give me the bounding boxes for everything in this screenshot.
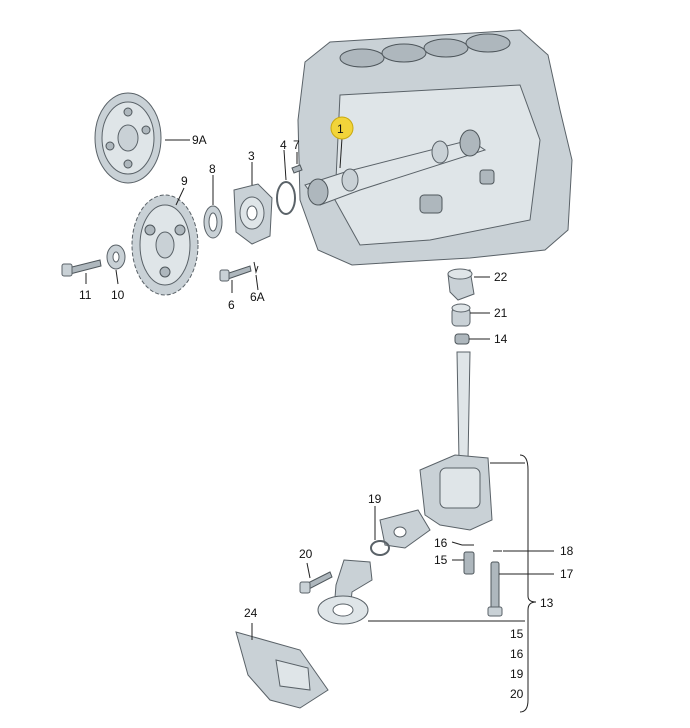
label-9a: 9A: [192, 133, 207, 147]
list-item-15: 15: [510, 627, 524, 641]
label-6: 6: [228, 298, 235, 312]
label-24: 24: [244, 606, 258, 620]
label-13: 13: [540, 596, 554, 610]
intermediate-shaft: [304, 129, 487, 206]
label-19a: 19: [368, 492, 382, 506]
label-22: 22: [494, 270, 508, 284]
list-item-20: 20: [510, 687, 524, 701]
pulley: [94, 92, 162, 184]
seal: [203, 205, 223, 239]
pump-fasteners: [462, 544, 503, 617]
label-15a: 15: [434, 553, 448, 567]
label-16a: 16: [434, 536, 448, 550]
bolt-and-clip: [219, 261, 259, 282]
label-20a: 20: [299, 547, 313, 561]
o-ring-and-key: [276, 164, 303, 215]
label-4: 4: [280, 138, 287, 152]
label-1: 1: [337, 122, 344, 136]
sprocket: [131, 194, 199, 296]
label-10: 10: [111, 288, 125, 302]
label-18: 18: [560, 544, 574, 558]
label-3: 3: [248, 149, 255, 163]
label-21: 21: [494, 306, 508, 320]
callout-labels: 1 9A 3 4 7 8 9 11 10 6 6A 22 21 14 19 20…: [79, 122, 574, 701]
label-14: 14: [494, 332, 508, 346]
label-7: 7: [293, 138, 300, 152]
list-item-19: 19: [510, 667, 524, 681]
leader-lines: [85, 137, 554, 713]
drive-gear-assembly: [447, 268, 475, 345]
label-8: 8: [209, 162, 216, 176]
label-6a: 6A: [250, 290, 265, 304]
label-9: 9: [181, 174, 188, 188]
oil-pump: [379, 351, 493, 549]
label-11: 11: [79, 288, 92, 302]
flange: [233, 183, 273, 245]
pickup-pipe: [299, 540, 390, 625]
bolt-and-washer: [61, 244, 126, 277]
baffle-plate: [235, 631, 329, 709]
label-17: 17: [560, 567, 574, 581]
list-item-16: 16: [510, 647, 524, 661]
highlight-marker: [330, 116, 354, 140]
